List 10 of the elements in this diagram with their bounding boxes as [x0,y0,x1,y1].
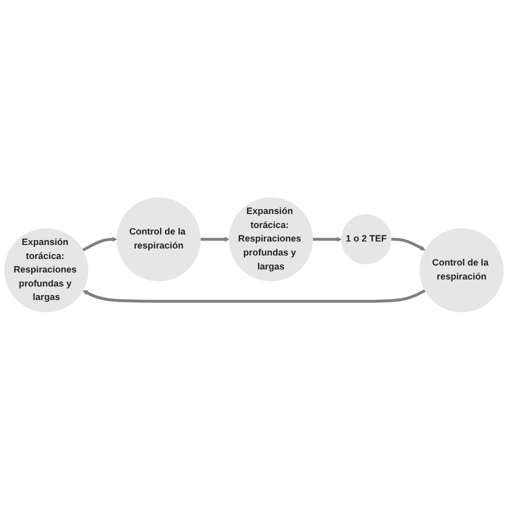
arrow [82,236,118,252]
arrow [82,288,426,302]
node-circle [228,197,313,282]
node-circle [116,197,201,282]
node-circle [341,214,392,264]
arrow [312,236,342,242]
arrow [200,236,230,242]
node-circle [4,228,88,312]
node-circle [420,228,504,312]
arrow [391,238,426,250]
